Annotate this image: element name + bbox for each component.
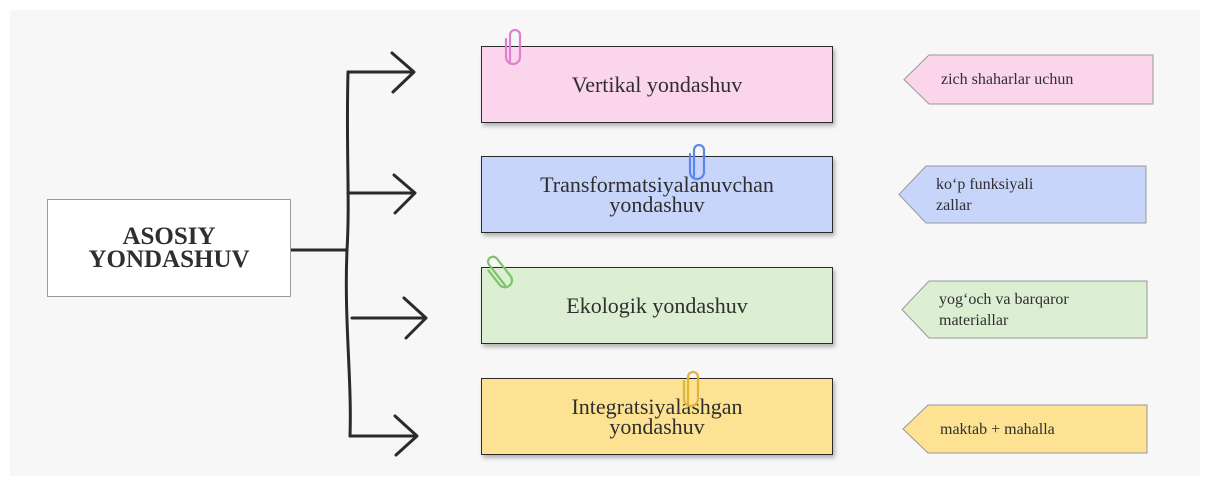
paperclip-icon <box>688 143 706 181</box>
approach-title-line1: Ekologik yondashuv <box>566 292 748 318</box>
description-line1: maktab + mahalla <box>940 420 1055 438</box>
main-concept-line1: ASOSIY <box>122 223 216 250</box>
approach-title-line1: Vertikal yondashuv <box>571 71 743 97</box>
paperclip-icon <box>504 28 522 66</box>
description-tag: yog‘och va barqaror materiallar <box>901 280 1148 339</box>
description-line1: yog‘och va barqaror <box>939 290 1069 308</box>
paperclip-icon <box>682 370 700 408</box>
branch-arrow-2 <box>346 173 417 215</box>
description-line2: zallar <box>936 196 972 214</box>
approach-title-line1: Integratsiyalashgan <box>571 393 743 419</box>
branch-arrow-4 <box>348 414 419 457</box>
main-concept-line2: YONDASHUV <box>88 246 250 273</box>
description-tag: ko‘p funksiyali zallar <box>898 165 1147 224</box>
description-tag: zich shaharlar uchun <box>903 54 1154 105</box>
approach-note-integratsiya: Integratsiyalashgan yondashuv <box>481 378 833 455</box>
approach-title-line1: Transformatsiyalanuvchan <box>540 171 774 197</box>
branch-arrow-3 <box>350 296 428 340</box>
description-line1: zich shaharlar uchun <box>941 71 1074 88</box>
approach-title-line2: yondashuv <box>609 413 705 439</box>
paperclip-icon <box>486 255 514 289</box>
approach-note-transformatsiya: Transformatsiyalanuvchan yondashuv <box>481 156 833 233</box>
description-line1: ko‘p funksiyali <box>936 175 1034 193</box>
branch-arrow-1 <box>346 51 416 94</box>
branch-trunk <box>344 70 352 438</box>
description-tag: maktab + mahalla <box>902 404 1148 454</box>
approach-note-ekologik: Ekologik yondashuv <box>481 267 833 344</box>
approach-note-vertikal: Vertikal yondashuv <box>481 46 833 123</box>
approach-title-line2: yondashuv <box>609 191 705 217</box>
main-concept-box: ASOSIY YONDASHUV <box>47 199 291 297</box>
description-line2: materiallar <box>939 311 1009 329</box>
